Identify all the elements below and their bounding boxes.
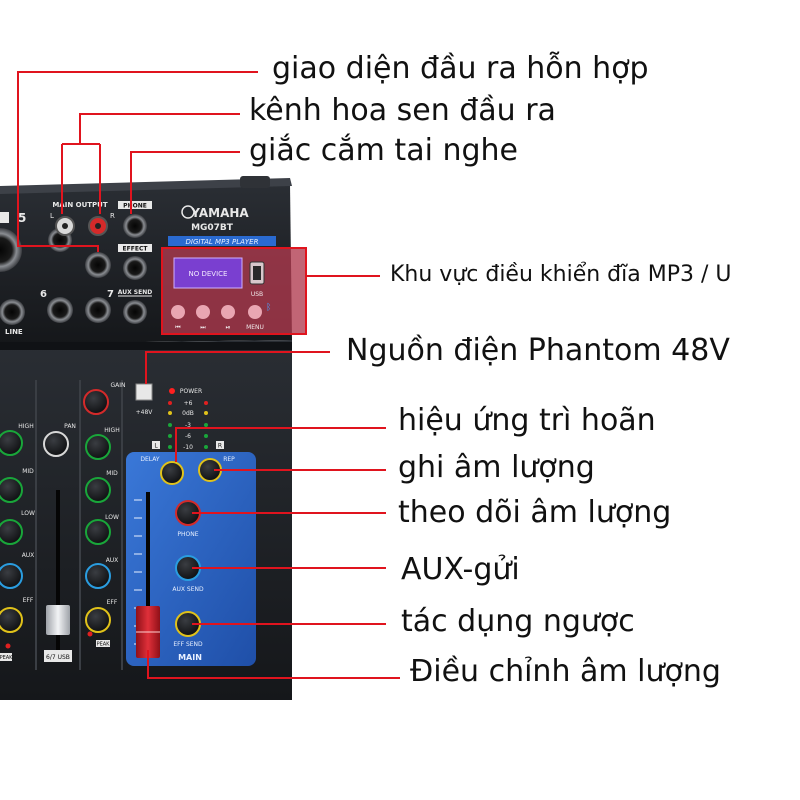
callout-delay-effect: hiệu ứng trì hoãn xyxy=(398,403,656,438)
peak-label-2: PEAK xyxy=(97,642,111,648)
gain-label: GAIN xyxy=(110,382,125,389)
rep-label: REP xyxy=(223,456,235,463)
peak-led xyxy=(87,631,93,637)
line-input-jack[interactable] xyxy=(85,252,111,278)
mp3-display-text: NO DEVICE xyxy=(189,270,228,278)
svg-text:-10: -10 xyxy=(183,444,193,451)
callout-record-volume: ghi âm lượng xyxy=(398,450,595,485)
aux-knob[interactable] xyxy=(85,563,111,589)
svg-text:R: R xyxy=(218,443,222,450)
effect-jack[interactable] xyxy=(123,256,147,280)
power-label: POWER xyxy=(180,388,202,395)
bluetooth-icon: ᛒ xyxy=(266,302,271,313)
out-l-label: L xyxy=(50,212,54,220)
aux-send-jack[interactable] xyxy=(123,300,147,324)
fader-channel-label: 6/7 USB xyxy=(46,654,70,661)
yamaha-logo: YAMAHA xyxy=(181,205,249,220)
main-label: MAIN xyxy=(178,653,202,662)
svg-text:L: L xyxy=(154,443,158,450)
aux-label-2: AUX xyxy=(106,557,119,564)
delay-label: DELAY xyxy=(140,456,160,463)
eff-knob[interactable] xyxy=(0,607,23,633)
svg-text:-6: -6 xyxy=(185,433,191,440)
high-label: HIGH xyxy=(18,423,33,430)
pan-label: PAN xyxy=(64,423,76,430)
model-label: MG07BT xyxy=(191,223,234,233)
pan-knob[interactable] xyxy=(43,431,69,457)
mp3-display xyxy=(173,257,243,289)
power-led xyxy=(169,388,175,394)
eff-label: EFF xyxy=(23,597,34,604)
eff-knob[interactable] xyxy=(85,607,111,633)
channel-6-label: 6 xyxy=(40,289,47,300)
svg-text:+6: +6 xyxy=(184,400,193,407)
next-button[interactable] xyxy=(196,305,210,319)
eff-label-2: EFF xyxy=(107,599,118,606)
svg-text:-3: -3 xyxy=(185,422,191,429)
eq-mid-knob[interactable] xyxy=(85,477,111,503)
line-input-jack[interactable] xyxy=(0,299,25,325)
xlr-input-jack[interactable] xyxy=(0,228,22,272)
channel-7-label: 7 xyxy=(107,289,114,300)
menu-button[interactable] xyxy=(248,305,262,319)
phone-knob-label: PHONE xyxy=(177,531,198,538)
mid-label: MID xyxy=(22,468,34,475)
delay-knob[interactable] xyxy=(160,461,184,485)
callout-volume-adjust: Điều chỉnh âm lượng xyxy=(410,654,721,689)
console-panel: GAIN PAN HIGH HIGH MID MID LOW LOW AUX A… xyxy=(0,340,292,700)
line-label: LINE xyxy=(5,328,23,336)
play-pause-icon: ⏯ xyxy=(226,324,231,331)
low-label: LOW xyxy=(21,510,35,517)
level-meter: +6 0dB -3 -6 -10 L R xyxy=(152,400,224,451)
callout-phantom-48v: Nguồn điện Phantom 48V xyxy=(346,333,730,368)
prev-button[interactable] xyxy=(171,305,185,319)
prev-icon: ⏮ xyxy=(175,324,181,331)
phantom-power-button[interactable] xyxy=(135,383,153,401)
aux-send-label: AUX SEND xyxy=(118,289,152,296)
callout-rca-output: kênh hoa sen đầu ra xyxy=(249,93,556,128)
channel-5-label: 5 xyxy=(18,211,26,225)
rear-panel: MAIN OUTPUT L R 5 6 7 LINE PHONE EFFECT … xyxy=(0,176,307,344)
callout-mp3-control: Khu vực điều khiển đĩa MP3 / U xyxy=(390,262,732,287)
aux-send-knob-label: AUX SEND xyxy=(172,586,204,593)
out-r-label: R xyxy=(110,212,115,220)
effect-label: EFFECT xyxy=(123,246,149,253)
main-output-label: MAIN OUTPUT xyxy=(52,201,108,209)
peak-led xyxy=(5,643,11,649)
gain-knob[interactable] xyxy=(83,389,109,415)
line-input-jack[interactable] xyxy=(85,297,111,323)
menu-label: MENU xyxy=(246,324,264,331)
eq-high-knob[interactable] xyxy=(0,430,23,456)
eq-low-knob[interactable] xyxy=(85,519,111,545)
aux-label: AUX xyxy=(22,552,35,559)
high-label-2: HIGH xyxy=(104,427,119,434)
play-pause-button[interactable] xyxy=(221,305,235,319)
low-label-2: LOW xyxy=(105,514,119,521)
svg-text:0dB: 0dB xyxy=(182,410,194,417)
callout-reverse-effect: tác dụng ngược xyxy=(401,604,635,639)
channel-knobs xyxy=(0,389,111,633)
mid-label-2: MID xyxy=(106,470,118,477)
eff-send-knob-label: EFF SEND xyxy=(173,641,203,648)
callout-headphone-jack: giắc cắm tai nghe xyxy=(249,133,518,168)
channel-fader[interactable] xyxy=(46,605,70,635)
eq-mid-knob[interactable] xyxy=(0,477,23,503)
callout-monitor-volume: theo dõi âm lượng xyxy=(398,495,672,530)
phone-jack[interactable] xyxy=(123,214,147,238)
eq-high-knob[interactable] xyxy=(85,434,111,460)
usb-label: USB xyxy=(251,291,263,298)
peak-label: PEAK xyxy=(0,655,13,661)
mp3-banner: DIGITAL MP3 PLAYER xyxy=(186,238,259,246)
callout-aux-send: AUX-gửi xyxy=(401,552,520,587)
phantom-label: +48V xyxy=(136,409,154,416)
leader-lines xyxy=(17,71,400,679)
svg-text:YAMAHA: YAMAHA xyxy=(190,206,249,220)
aux-knob[interactable] xyxy=(0,563,23,589)
callout-mixed-output: giao diện đầu ra hỗn hợp xyxy=(272,51,649,86)
eq-low-knob[interactable] xyxy=(0,519,23,545)
phone-label: PHONE xyxy=(123,203,147,210)
next-icon: ⏭ xyxy=(200,324,206,331)
line-input-jack[interactable] xyxy=(47,297,73,323)
